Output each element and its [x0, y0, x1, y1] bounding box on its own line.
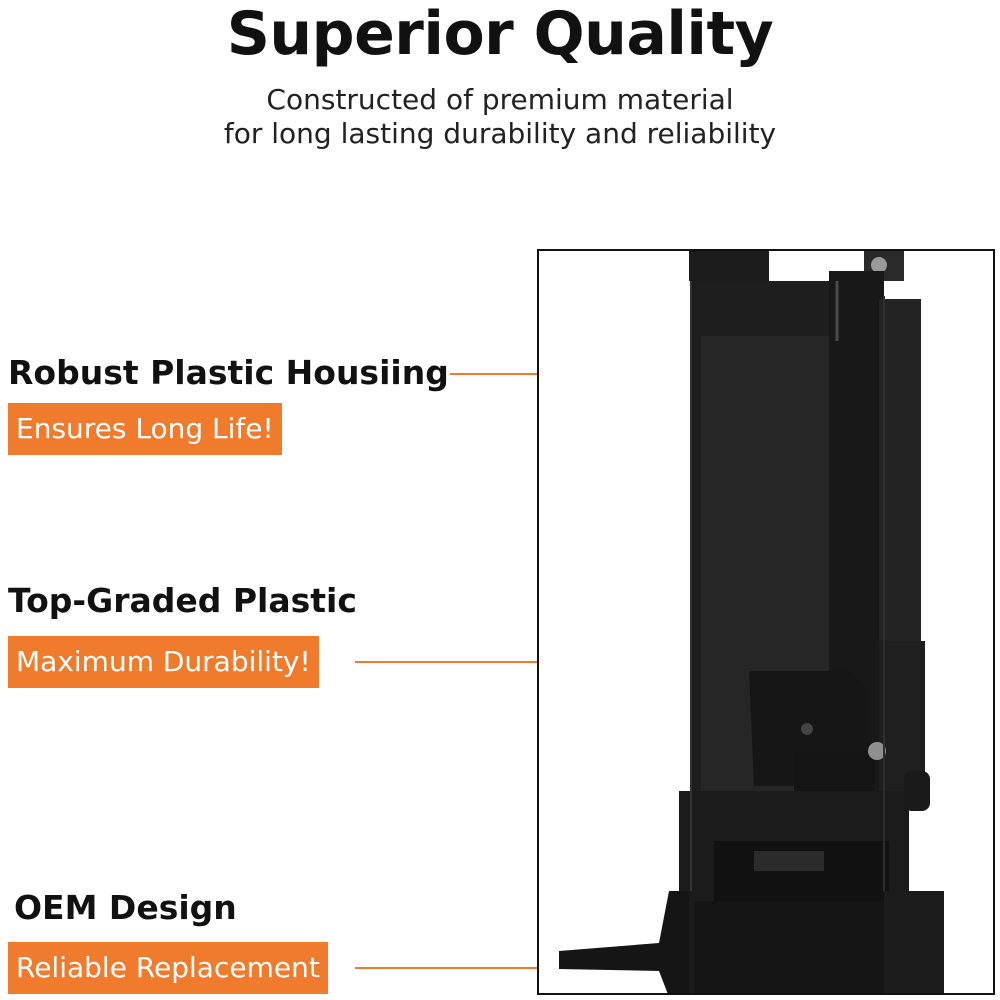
subtitle-line-1: Constructed of premium material	[266, 83, 734, 116]
feature-badge-replacement: Reliable Replacement	[8, 942, 328, 994]
feature-title-housing: Robust Plastic Housiing	[8, 353, 449, 392]
feature-badge-durability: Maximum Durability!	[8, 636, 319, 688]
subtitle-line-2: for long lasting durability and reliabil…	[223, 117, 777, 150]
feature-title-oem: OEM Design	[14, 888, 237, 927]
product-photo-frame	[537, 249, 995, 995]
page-title: Superior Quality	[226, 0, 774, 69]
feature-title-plastic: Top-Graded Plastic	[8, 581, 357, 620]
door-lock-actuator-photo-icon	[559, 251, 944, 993]
feature-badge-long-life: Ensures Long Life!	[8, 403, 282, 455]
callout-line-oem	[355, 967, 657, 969]
